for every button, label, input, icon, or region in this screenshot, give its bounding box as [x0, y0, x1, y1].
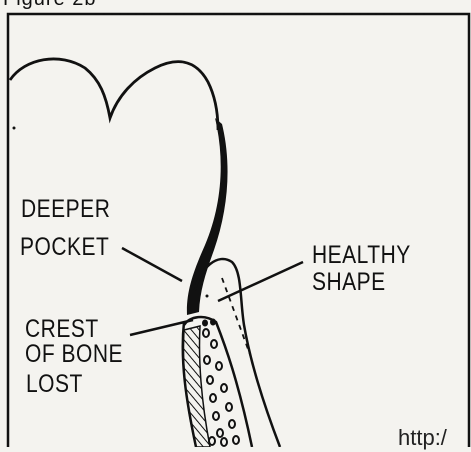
figure-title: Figure 2b — [3, 0, 97, 11]
gum-outline — [195, 259, 280, 447]
bone-dots-dark — [202, 319, 216, 327]
stray-mark — [13, 127, 16, 130]
watermark-url: http:/ — [398, 425, 447, 451]
root-hatched-area — [184, 326, 211, 447]
label-of-bone: OF BONE — [25, 342, 123, 368]
label-healthy: HEALTHY — [312, 243, 411, 269]
leader-healthy-shape — [218, 262, 303, 301]
root-deposit — [187, 118, 228, 315]
leader-deeper-pocket — [122, 248, 182, 281]
label-crest: CREST — [25, 317, 99, 343]
label-shape: SHAPE — [312, 270, 386, 296]
label-pocket: POCKET — [20, 235, 109, 261]
bone-dots — [203, 329, 239, 446]
tooth-outline — [10, 59, 218, 130]
label-deeper: DEEPER — [21, 197, 110, 223]
stray-mark — [206, 295, 209, 298]
label-lost: LOST — [26, 372, 83, 398]
